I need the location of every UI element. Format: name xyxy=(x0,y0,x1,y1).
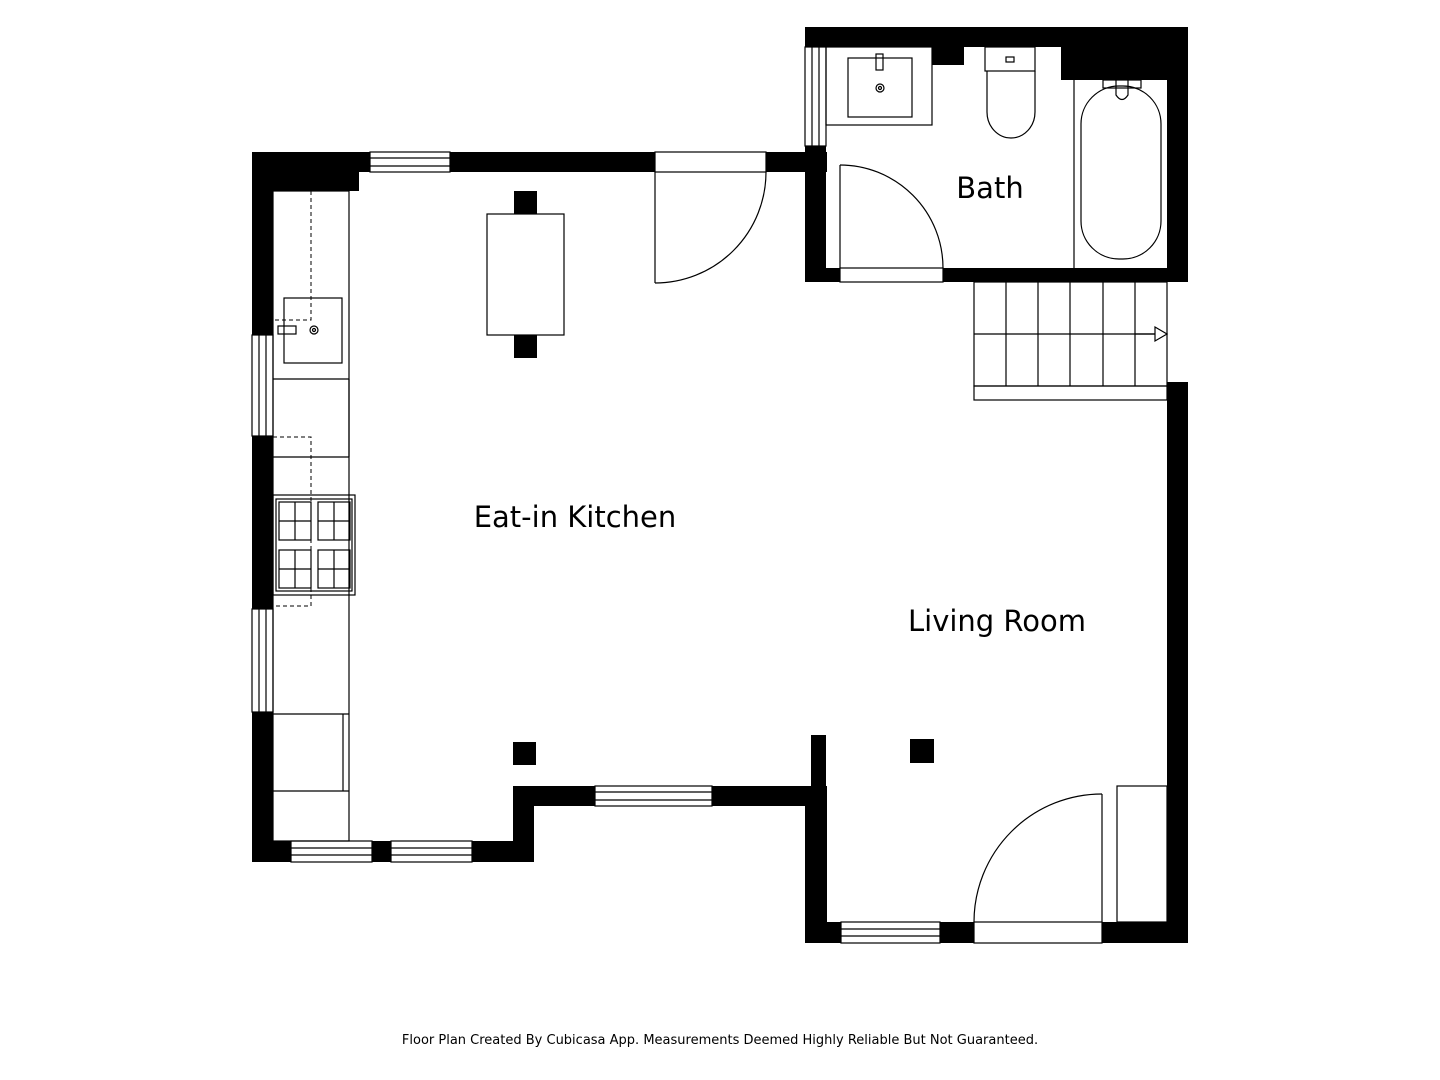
stairs xyxy=(973,281,1169,401)
windows xyxy=(251,46,941,944)
room-label-kitchen: Eat-in Kitchen xyxy=(474,500,677,534)
room-label-bath: Bath xyxy=(956,171,1023,205)
footer-disclaimer: Floor Plan Created By Cubicasa App. Meas… xyxy=(401,1033,1039,1048)
stove xyxy=(272,494,356,596)
toilet xyxy=(984,46,1036,139)
walls xyxy=(252,27,1188,943)
kitchen-sink xyxy=(277,297,343,364)
dining-table xyxy=(486,191,565,358)
doors xyxy=(654,151,1168,944)
bathtub xyxy=(1073,79,1162,268)
bath-vanity xyxy=(825,46,933,126)
room-label-living: Living Room xyxy=(908,604,1086,638)
